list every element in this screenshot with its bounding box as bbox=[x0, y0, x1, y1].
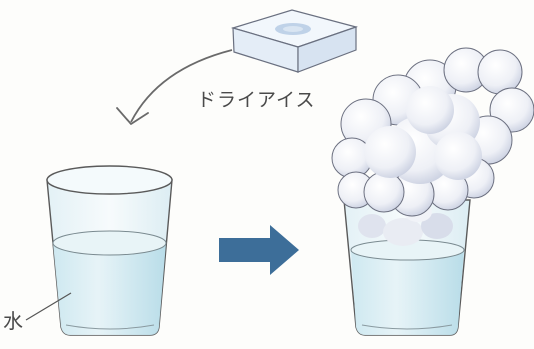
curved-arrow-icon bbox=[116, 49, 233, 125]
water-label: 水 bbox=[3, 309, 23, 333]
dry-ice-fog-cloud bbox=[331, 47, 534, 217]
water-glass bbox=[46, 165, 173, 336]
water-pointer-line bbox=[25, 292, 72, 321]
right-arrow-icon bbox=[219, 225, 299, 275]
result-glass bbox=[343, 199, 471, 336]
water-surface bbox=[52, 230, 167, 256]
glass-rim bbox=[46, 165, 173, 195]
dry-ice-block-icon bbox=[230, 9, 359, 73]
dry-ice-label: ドライアイス bbox=[197, 89, 315, 111]
